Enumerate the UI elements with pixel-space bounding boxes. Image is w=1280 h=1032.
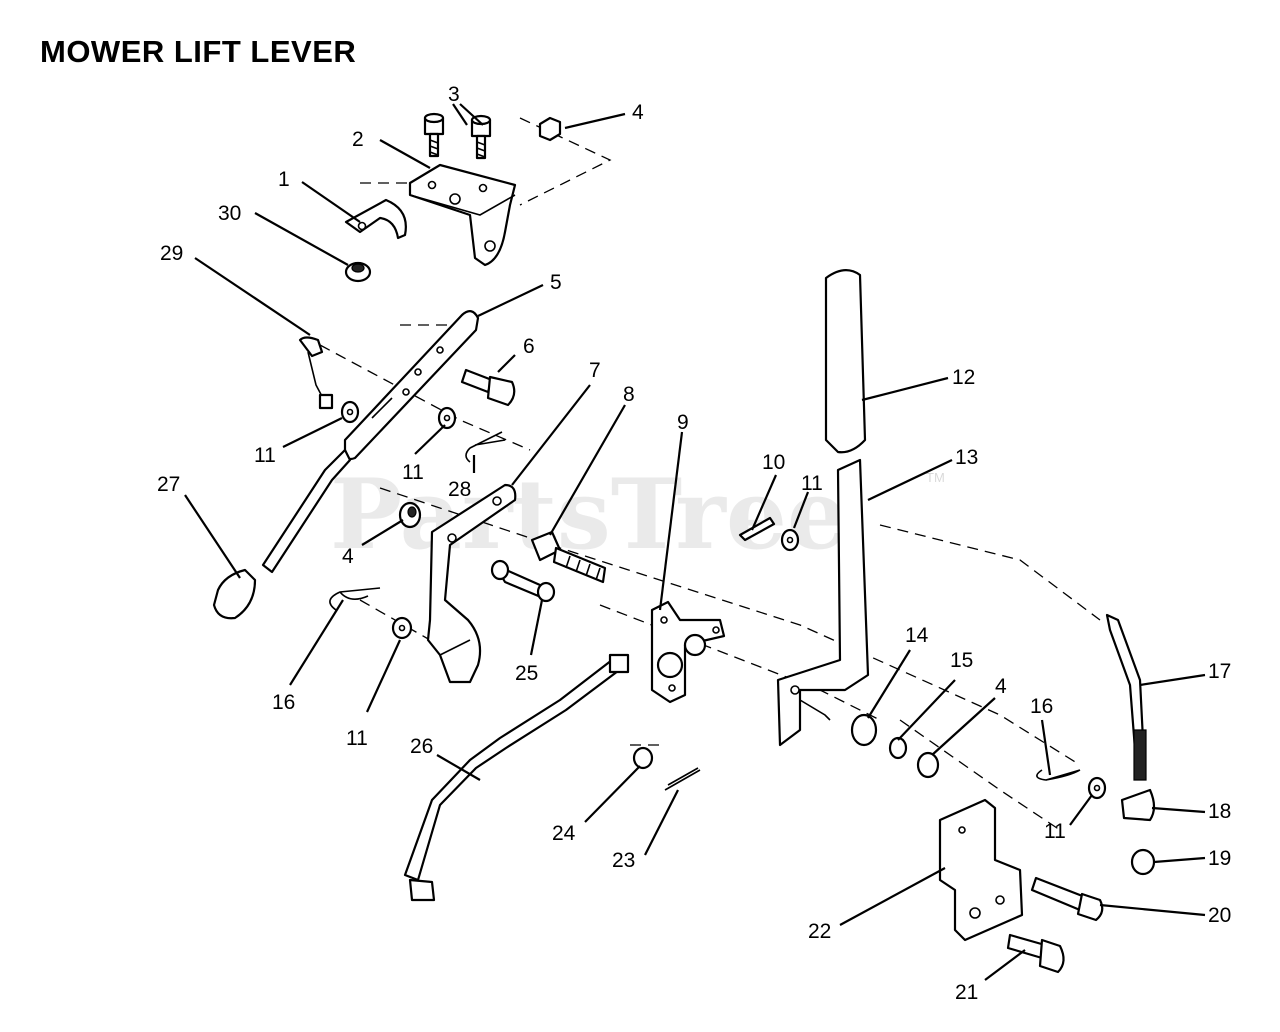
part-4-nut-left: [398, 501, 422, 529]
callout-7: 7: [589, 359, 601, 382]
callout-4-right: 4: [995, 675, 1007, 698]
callout-22: 22: [808, 920, 831, 943]
callout-29: 29: [160, 242, 183, 265]
callout-25: 25: [515, 662, 538, 685]
part-22-bracket: [938, 798, 1024, 942]
callout-9: 9: [677, 411, 689, 434]
part-10-pin: [738, 516, 776, 542]
callout-11-a: 11: [254, 444, 276, 467]
callout-5: 5: [550, 271, 562, 294]
part-12-grip: [824, 269, 867, 454]
callout-21: 21: [955, 981, 978, 1004]
callout-24: 24: [552, 822, 576, 845]
callout-23: 23: [612, 849, 635, 872]
part-8-bolt: [530, 530, 607, 584]
part-21-bolt: [1006, 933, 1065, 974]
part-4-nut-top: [538, 116, 562, 142]
callout-13: 13: [955, 446, 978, 469]
part-20-bolt: [1030, 876, 1104, 922]
watermark-tm: TM: [926, 470, 945, 485]
part-27-rod-knob: [212, 448, 352, 620]
part-1-clip: [344, 198, 407, 240]
part-16-pin-right: [1036, 769, 1081, 781]
callout-11-e: 11: [1044, 820, 1066, 843]
part-16-pin-left: [329, 587, 381, 611]
callout-11-d: 11: [801, 472, 823, 495]
callout-10: 10: [762, 451, 785, 474]
callout-15: 15: [950, 649, 973, 672]
callout-17: 17: [1208, 660, 1231, 683]
part-7-lever-arm: [426, 483, 517, 684]
callout-26: 26: [410, 735, 433, 758]
callout-18: 18: [1208, 800, 1231, 823]
part-17-threaded-rod: [1105, 613, 1147, 781]
callout-4-top: 4: [632, 101, 644, 124]
part-6-bolt: [460, 368, 516, 407]
callout-12: 12: [952, 366, 975, 389]
callout-30: 30: [218, 202, 241, 225]
callout-16-right: 16: [1030, 695, 1053, 718]
part-9-bracket: [650, 600, 726, 704]
part-18-swivel: [1120, 788, 1156, 822]
part-14-spacer: [850, 713, 878, 747]
callout-14: 14: [905, 624, 929, 647]
callout-numbers: 1 2 3 4 4 4 5 6 7 8 9 10 11 11 11 11 11 …: [157, 83, 1231, 1004]
part-26-lift-rod: [403, 653, 630, 902]
callout-16-left: 16: [272, 691, 295, 714]
callout-leaders: [184, 103, 1206, 981]
part-19-nut: [1130, 848, 1156, 876]
part-11-washers: [340, 400, 1107, 800]
part-28-pin: [465, 431, 506, 463]
part-4-nut-right: [916, 751, 940, 779]
part-15-washer: [888, 736, 908, 760]
callout-3: 3: [448, 83, 460, 106]
part-23-pin: [664, 767, 701, 791]
part-24-washer: [632, 746, 654, 770]
callout-2: 2: [352, 128, 364, 151]
callout-20: 20: [1208, 904, 1231, 927]
callout-27: 27: [157, 473, 180, 496]
callout-11-b: 11: [402, 461, 424, 484]
callout-1: 1: [278, 168, 290, 191]
callout-4-left: 4: [342, 545, 354, 568]
part-2-bracket: [408, 163, 517, 267]
part-13-handle-lever: [776, 458, 870, 747]
callout-6: 6: [523, 335, 535, 358]
part-5-link-plate: [343, 310, 480, 461]
callout-11-c: 11: [346, 727, 368, 750]
diagram-title: MOWER LIFT LEVER: [40, 34, 357, 69]
part-29-pivot-rod: [298, 336, 334, 410]
part-3-bolts: [423, 112, 492, 160]
callout-8: 8: [623, 383, 635, 406]
part-25-spacer: [490, 559, 556, 603]
callout-28: 28: [448, 478, 471, 501]
part-30-nut: [344, 261, 372, 283]
callout-19: 19: [1208, 847, 1231, 870]
